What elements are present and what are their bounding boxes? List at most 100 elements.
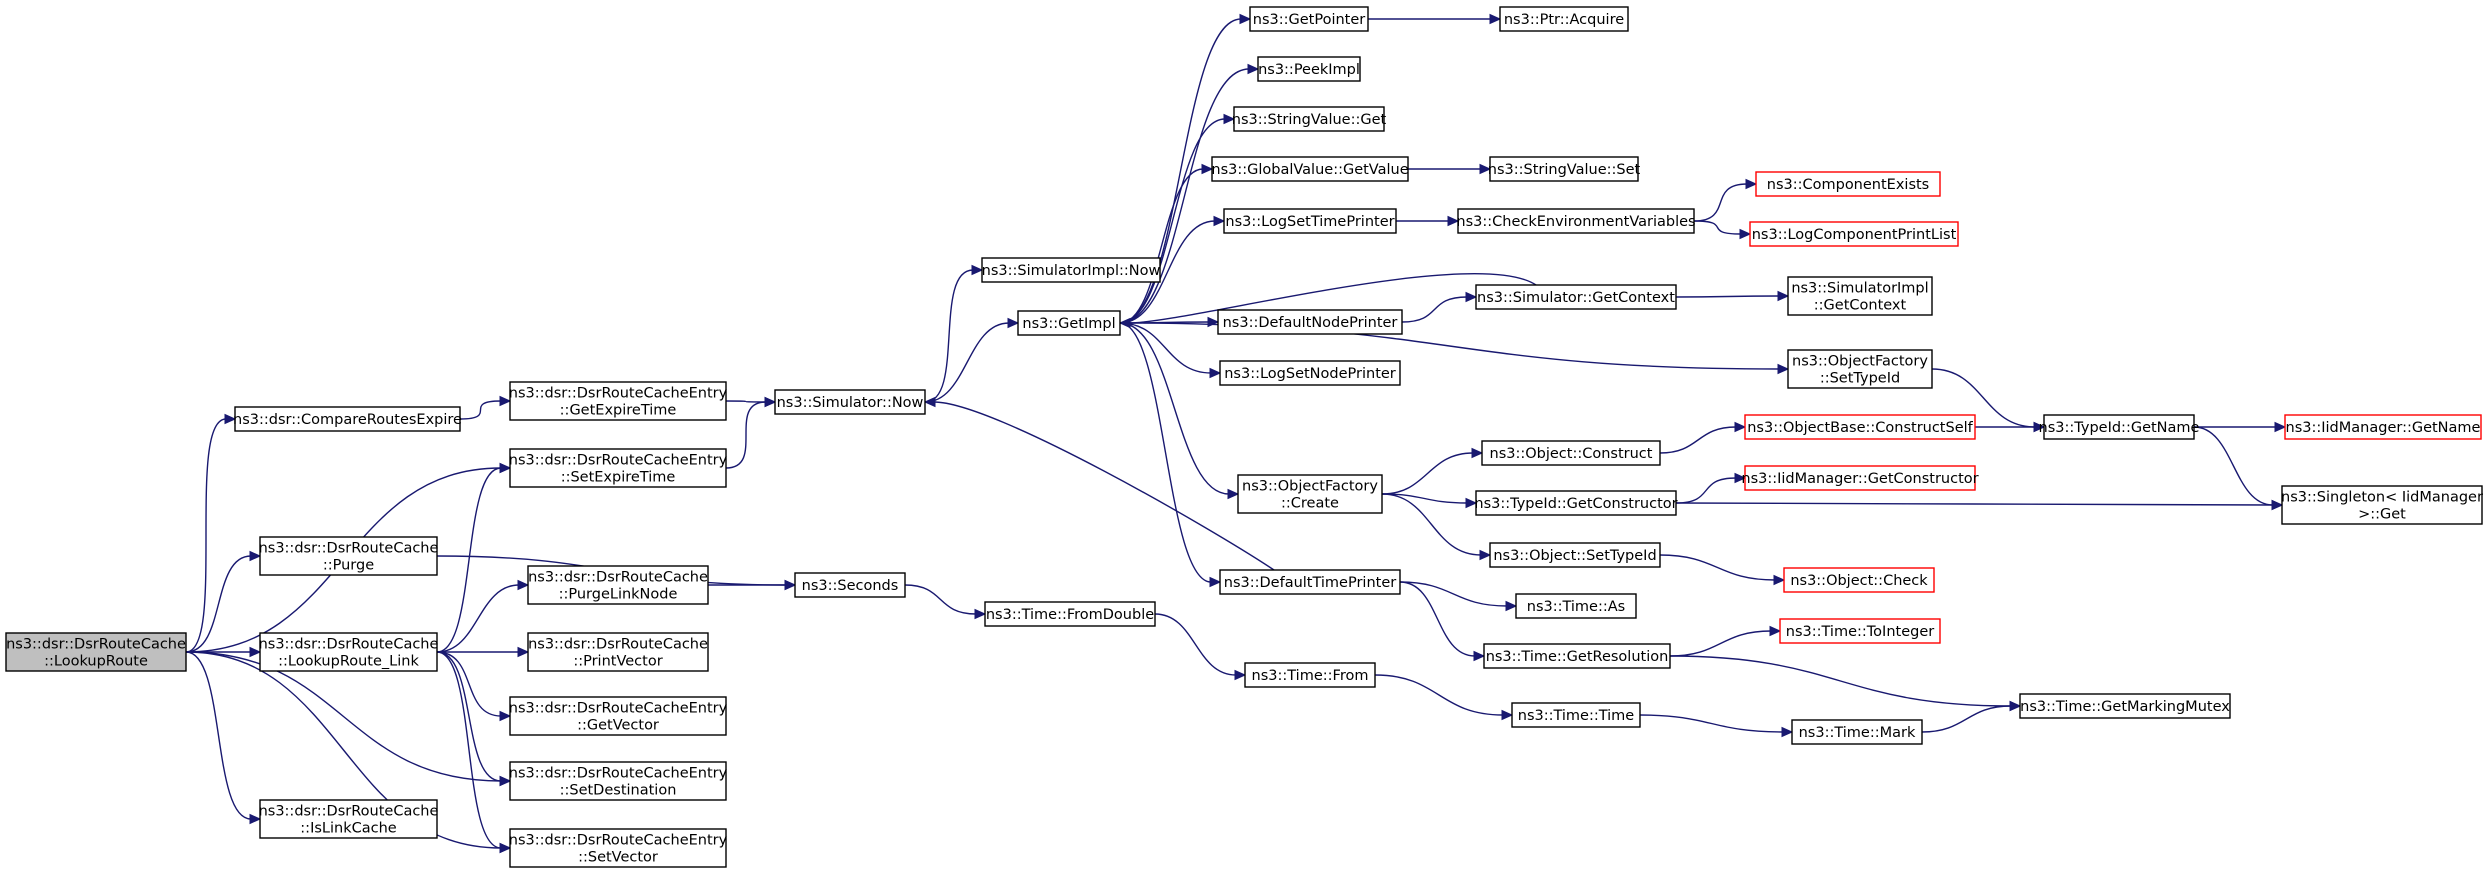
node-time-time[interactable]: ns3::Time::Time xyxy=(1511,702,1641,728)
node-label: ns3::LogSetNodePrinter xyxy=(1224,366,1396,382)
node-box xyxy=(5,632,187,672)
node-label: ns3::LogSetTimePrinter xyxy=(1225,214,1394,230)
node-box xyxy=(527,565,709,605)
node-ptr-acquire[interactable]: ns3::Ptr::Acquire xyxy=(1499,6,1629,32)
arrowhead xyxy=(2274,421,2287,433)
node-log-set-time-printer[interactable]: ns3::LogSetTimePrinter xyxy=(1223,208,1397,234)
node-time-mark[interactable]: ns3::Time::Mark xyxy=(1791,719,1923,745)
node-objectbase-constructself[interactable]: ns3::ObjectBase::ConstructSelf xyxy=(1744,414,1976,440)
node-iidmanager-getname[interactable]: ns3::IidManager::GetName xyxy=(2284,414,2482,440)
node-stringvalue-set[interactable]: ns3::StringValue::Set xyxy=(1488,156,1641,182)
node-time-fromdouble[interactable]: ns3::Time::FromDouble xyxy=(984,601,1156,627)
node-simulatorimpl-now[interactable]: ns3::SimulatorImpl::Now xyxy=(981,257,1161,283)
arrowhead xyxy=(1739,228,1752,240)
node-set-expire-time[interactable]: ns3::dsr::DsrRouteCacheEntry::SetExpireT… xyxy=(509,448,728,488)
node-label: ns3::IidManager::GetName xyxy=(2286,420,2481,436)
node-lookup-route[interactable]: ns3::dsr::DsrRouteCache::LookupRoute xyxy=(5,632,187,672)
node-singleton-get[interactable]: ns3::Singleton< IidManager>::Get xyxy=(2281,485,2483,525)
node-log-set-node-printer[interactable]: ns3::LogSetNodePrinter xyxy=(1219,360,1401,386)
node-box xyxy=(1744,414,1976,440)
arrowhead xyxy=(1473,650,1486,662)
node-label: ::LookupRoute_Link xyxy=(278,654,419,670)
node-default-node-printer[interactable]: ns3::DefaultNodePrinter xyxy=(1217,309,1403,335)
edge-get-impl-to-stringvalue-get xyxy=(1119,118,1226,324)
node-purge[interactable]: ns3::dsr::DsrRouteCache::Purge xyxy=(259,536,439,576)
node-stringvalue-get[interactable]: ns3::StringValue::Get xyxy=(1232,106,1387,132)
edge-lookup-route-link-to-set-vector xyxy=(436,651,502,849)
node-box xyxy=(1749,221,1959,247)
arrowhead xyxy=(1769,625,1782,637)
node-get-pointer[interactable]: ns3::GetPointer xyxy=(1249,6,1369,32)
node-box xyxy=(984,601,1156,627)
node-is-link-cache[interactable]: ns3::dsr::DsrRouteCache::IsLinkCache xyxy=(259,799,439,839)
function-nodes: ns3::dsr::DsrRouteCache::LookupRoutens3:… xyxy=(5,6,2483,868)
node-seconds[interactable]: ns3::Seconds xyxy=(794,572,906,598)
node-box xyxy=(1489,542,1661,568)
arrowhead xyxy=(1781,726,1794,738)
node-time-as[interactable]: ns3::Time::As xyxy=(1515,593,1637,619)
node-box xyxy=(1475,490,1677,516)
node-simulator-getcontext[interactable]: ns3::Simulator::GetContext xyxy=(1475,284,1677,310)
node-label: ns3::dsr::DsrRouteCacheEntry xyxy=(509,701,728,717)
node-time-getresolution[interactable]: ns3::Time::GetResolution xyxy=(1483,643,1671,669)
node-box xyxy=(509,761,727,801)
arrowhead xyxy=(1209,367,1222,379)
node-label: ::Create xyxy=(1281,496,1339,512)
node-get-impl[interactable]: ns3::GetImpl xyxy=(1017,310,1121,336)
node-time-tointeger[interactable]: ns3::Time::ToInteger xyxy=(1779,618,1941,644)
node-objectfactory-settypeid[interactable]: ns3::ObjectFactory::SetTypeId xyxy=(1787,349,1933,389)
node-label: ns3::TypeId::GetConstructor xyxy=(1474,496,1677,512)
node-purge-link-node[interactable]: ns3::dsr::DsrRouteCache::PurgeLinkNode xyxy=(527,565,709,605)
node-time-getmarkingmutex[interactable]: ns3::Time::GetMarkingMutex xyxy=(2019,693,2231,719)
arrowhead xyxy=(517,579,530,591)
node-objectfactory-create[interactable]: ns3::ObjectFactory::Create xyxy=(1237,474,1383,514)
edge-default-time-printer-to-time-getresolution xyxy=(1399,581,1476,657)
edge-lookup-route-to-is-link-cache xyxy=(185,651,252,820)
node-box xyxy=(234,406,461,432)
node-object-settypeid[interactable]: ns3::Object::SetTypeId xyxy=(1489,542,1661,568)
node-label: ns3::Simulator::Now xyxy=(777,395,924,411)
node-set-destination[interactable]: ns3::dsr::DsrRouteCacheEntry::SetDestina… xyxy=(509,761,728,801)
node-log-component-print-list[interactable]: ns3::LogComponentPrintList xyxy=(1749,221,1959,247)
node-simulatorimpl-getcontext[interactable]: ns3::SimulatorImpl::GetContext xyxy=(1787,276,1933,316)
node-globalvalue-getvalue[interactable]: ns3::GlobalValue::GetValue xyxy=(1211,156,1409,182)
edge-typeid-getconstructor-to-singleton-get xyxy=(1675,502,2274,506)
node-peek-impl[interactable]: ns3::PeekImpl xyxy=(1257,56,1361,82)
node-label: ns3::dsr::DsrRouteCache xyxy=(259,637,439,653)
node-check-env-vars[interactable]: ns3::CheckEnvironmentVariables xyxy=(1456,208,1696,234)
node-get-vector[interactable]: ns3::dsr::DsrRouteCacheEntry::GetVector xyxy=(509,696,728,736)
node-simulator-now[interactable]: ns3::Simulator::Now xyxy=(774,389,926,415)
node-object-construct[interactable]: ns3::Object::Construct xyxy=(1481,440,1661,466)
node-typeid-getname[interactable]: ns3::TypeId::GetName xyxy=(2039,414,2200,440)
node-label: ns3::ObjectFactory xyxy=(1792,354,1928,370)
node-print-vector[interactable]: ns3::dsr::DsrRouteCache::PrintVector xyxy=(527,632,709,672)
node-label: ns3::dsr::DsrRouteCache xyxy=(259,804,439,820)
edge-lookup-route-to-set-destination xyxy=(185,651,502,782)
node-object-check[interactable]: ns3::Object::Check xyxy=(1783,567,1935,593)
node-iidmanager-getconstructor[interactable]: ns3::IidManager::GetConstructor xyxy=(1741,465,1979,491)
node-set-vector[interactable]: ns3::dsr::DsrRouteCacheEntry::SetVector xyxy=(509,828,728,868)
node-get-expire-time[interactable]: ns3::dsr::DsrRouteCacheEntry::GetExpireT… xyxy=(509,381,728,421)
edge-lookup-route-to-purge xyxy=(185,555,252,653)
arrowhead xyxy=(1501,709,1514,721)
node-time-from[interactable]: ns3::Time::From xyxy=(1244,662,1376,688)
node-box xyxy=(1483,643,1671,669)
node-default-time-printer[interactable]: ns3::DefaultTimePrinter xyxy=(1219,569,1401,595)
node-label: ::IsLinkCache xyxy=(300,821,396,837)
node-label: ns3::Time::GetMarkingMutex xyxy=(2020,699,2230,715)
node-typeid-getconstructor[interactable]: ns3::TypeId::GetConstructor xyxy=(1474,490,1678,516)
node-label: ns3::Seconds xyxy=(802,578,899,594)
node-label: ::GetContext xyxy=(1814,298,1907,314)
arrowhead xyxy=(1239,13,1252,25)
edge-set-expire-time-to-simulator-now xyxy=(725,401,767,469)
node-box xyxy=(1783,567,1935,593)
node-box xyxy=(1779,618,1941,644)
node-box xyxy=(2019,693,2231,719)
edge-time-getresolution-to-time-getmarkingmutex xyxy=(1669,655,2012,707)
node-compare-expire[interactable]: ns3::dsr::CompareRoutesExpire xyxy=(233,406,462,432)
node-component-exists[interactable]: ns3::ComponentExists xyxy=(1755,171,1941,197)
node-label: ns3::Object::SetTypeId xyxy=(1493,548,1656,564)
node-box xyxy=(259,536,438,576)
edge-lookup-route-to-set-vector xyxy=(185,651,502,849)
node-lookup-route-link[interactable]: ns3::dsr::DsrRouteCache::LookupRoute_Lin… xyxy=(259,632,439,672)
